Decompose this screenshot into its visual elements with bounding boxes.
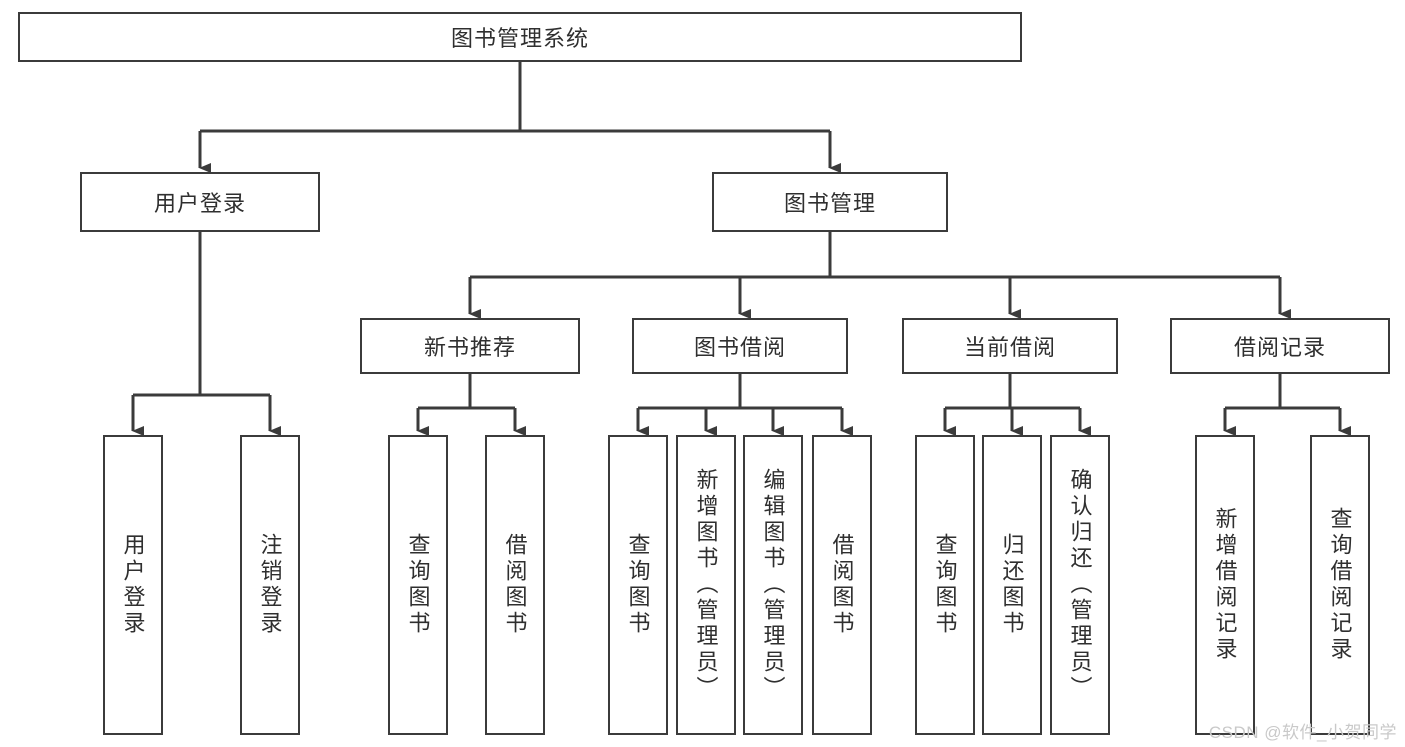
- leaf-query-record[interactable]: 查询借阅记录: [1310, 435, 1370, 735]
- node-book-borrow[interactable]: 图书借阅: [632, 318, 848, 374]
- leaf-confirm-return[interactable]: 确认归还（管理员）: [1050, 435, 1110, 735]
- leaf-query-record-label: 查询借阅记录: [1327, 507, 1353, 663]
- leaf-logout-login[interactable]: 注销登录: [240, 435, 300, 735]
- leaf-add-record[interactable]: 新增借阅记录: [1195, 435, 1255, 735]
- leaf-user-login-label: 用户登录: [120, 533, 146, 637]
- node-root[interactable]: 图书管理系统: [18, 12, 1022, 62]
- leaf-borrow-book-2[interactable]: 借阅图书: [812, 435, 872, 735]
- csdn-watermark: CSDN @软件_小贺同学: [1208, 723, 1397, 742]
- node-user-login-label: 用户登录: [153, 191, 246, 216]
- node-new-book-recommend-label: 新书推荐: [423, 335, 516, 360]
- leaf-query-book-2-label: 查询图书: [625, 533, 651, 637]
- leaf-return-book-label: 归还图书: [999, 533, 1025, 637]
- leaf-query-book-3-label: 查询图书: [932, 533, 958, 637]
- node-user-login[interactable]: 用户登录: [80, 172, 320, 232]
- leaf-logout-login-label: 注销登录: [257, 533, 283, 637]
- node-new-book-recommend[interactable]: 新书推荐: [360, 318, 580, 374]
- leaf-add-book[interactable]: 新增图书（管理员）: [676, 435, 736, 735]
- leaf-query-book-1[interactable]: 查询图书: [388, 435, 448, 735]
- leaf-borrow-book-1[interactable]: 借阅图书: [485, 435, 545, 735]
- node-current-borrow[interactable]: 当前借阅: [902, 318, 1118, 374]
- leaf-add-record-label: 新增借阅记录: [1212, 507, 1238, 663]
- leaf-user-login[interactable]: 用户登录: [103, 435, 163, 735]
- node-current-borrow-label: 当前借阅: [963, 335, 1056, 360]
- node-root-label: 图书管理系统: [450, 26, 589, 51]
- leaf-borrow-book-1-label: 借阅图书: [502, 533, 528, 637]
- leaf-edit-book[interactable]: 编辑图书（管理员）: [743, 435, 803, 735]
- leaf-query-book-2[interactable]: 查询图书: [608, 435, 668, 735]
- leaf-confirm-return-label: 确认归还（管理员）: [1067, 468, 1093, 702]
- node-borrow-record[interactable]: 借阅记录: [1170, 318, 1390, 374]
- node-book-management-label: 图书管理: [783, 191, 876, 216]
- leaf-return-book[interactable]: 归还图书: [982, 435, 1042, 735]
- leaf-borrow-book-2-label: 借阅图书: [829, 533, 855, 637]
- leaf-query-book-3[interactable]: 查询图书: [915, 435, 975, 735]
- node-borrow-record-label: 借阅记录: [1233, 335, 1326, 360]
- node-book-management[interactable]: 图书管理: [712, 172, 948, 232]
- leaf-edit-book-label: 编辑图书（管理员）: [760, 468, 786, 702]
- leaf-add-book-label: 新增图书（管理员）: [693, 468, 719, 702]
- node-book-borrow-label: 图书借阅: [693, 335, 786, 360]
- leaf-query-book-1-label: 查询图书: [405, 533, 431, 637]
